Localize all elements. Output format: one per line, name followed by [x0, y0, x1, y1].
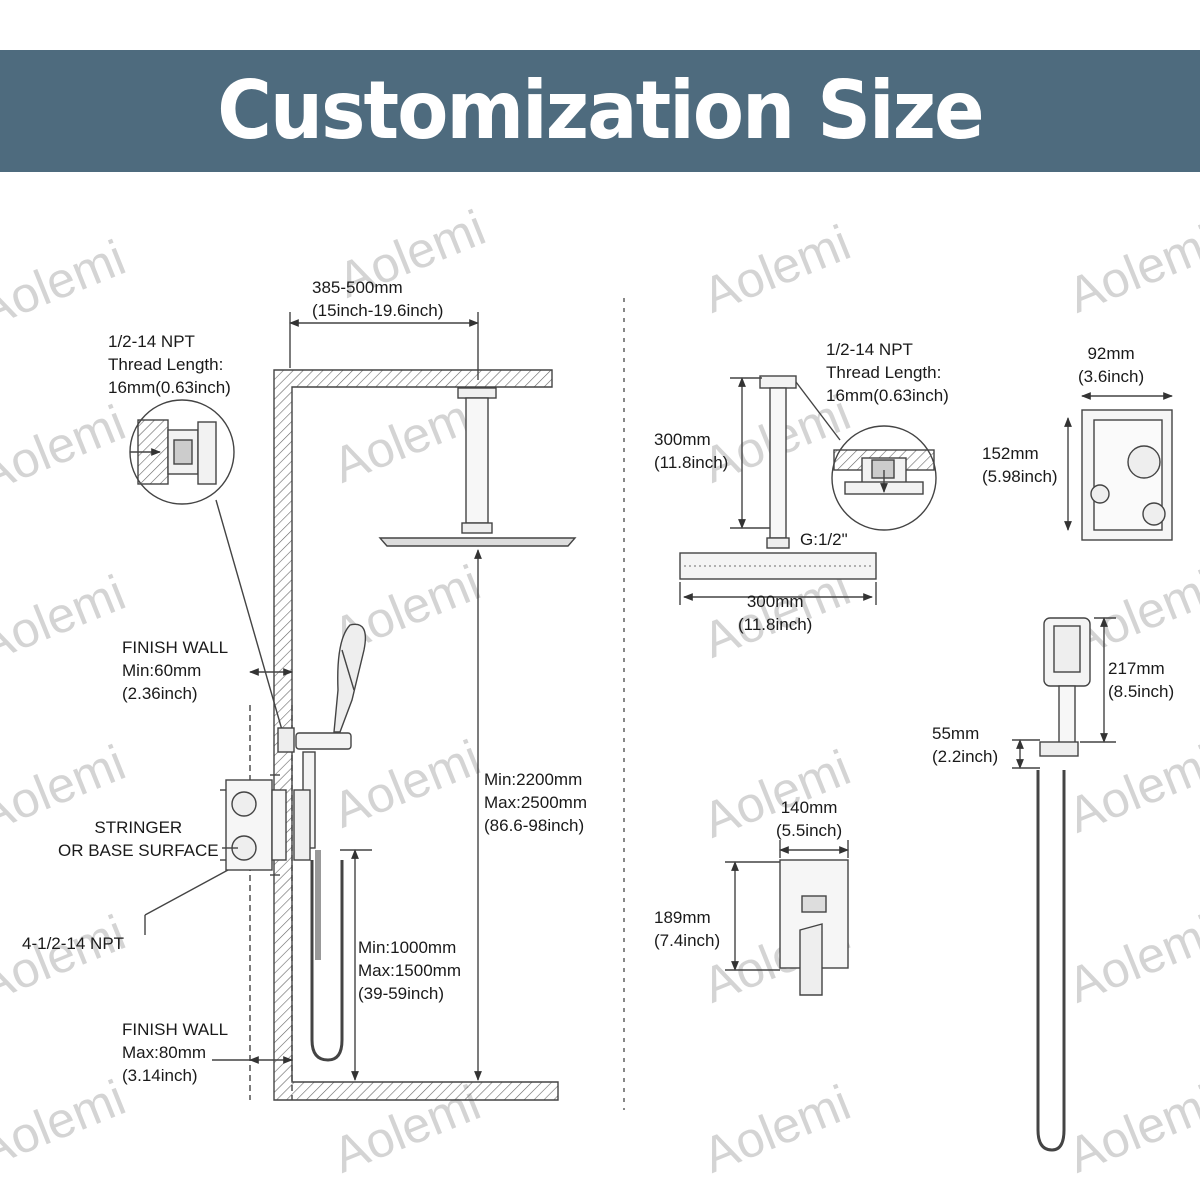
connection-label: G:1/2" [800, 530, 848, 549]
page-title: Customization Size [217, 64, 984, 157]
arm-length-label: 385-500mm (15inch-19.6inch) [312, 278, 444, 320]
head-width-label: 300mm (11.8inch) [738, 592, 813, 634]
ceiling-flange [457, 387, 497, 399]
slidebar-height-label: Min:1000mm Max:1500mm (39-59inch) [358, 938, 461, 1003]
finish-wall-min-label: FINISH WALL Min:60mm (2.36inch) [122, 638, 229, 703]
title-banner: Customization Size [0, 50, 1200, 172]
shower-height-label: Min:2200mm Max:2500mm (86.6-98inch) [484, 770, 587, 835]
finish-wall-max-label: FINISH WALL Max:80mm (3.14inch) [122, 1020, 229, 1085]
left-installation-diagram [129, 312, 577, 1101]
thread-note-right: 1/2-14 NPT Thread Length: 16mm(0.63inch) [826, 340, 949, 405]
hand-shower [333, 623, 367, 733]
npt-inlets-label: 4-1/2-14 NPT [22, 934, 125, 953]
trim-lever [799, 923, 823, 996]
valve-height-label: 152mm (5.98inch) [982, 444, 1058, 486]
handheld-hose [1036, 770, 1066, 1152]
stringer-label: STRINGER OR BASE SURFACE [58, 818, 219, 860]
right-parts-diagram [679, 375, 1173, 1152]
square-rain-head [679, 552, 877, 580]
hose [310, 860, 344, 1062]
trim-width-label: 140mm (5.5inch) [776, 798, 843, 840]
handheld-length-label: 217mm (8.5inch) [1108, 659, 1175, 701]
trim-height-label: 189mm (7.4inch) [654, 908, 721, 950]
valve-width-label: 92mm (3.6inch) [1078, 344, 1145, 386]
holder-height-label: 55mm (2.2inch) [932, 724, 999, 766]
wall-hatch [273, 369, 559, 1101]
thread-note-left: 1/2-14 NPT Thread Length: 16mm(0.63inch) [108, 332, 231, 397]
shower-arm-height-label: 300mm (11.8inch) [654, 430, 729, 472]
rain-shower-head [378, 537, 577, 547]
